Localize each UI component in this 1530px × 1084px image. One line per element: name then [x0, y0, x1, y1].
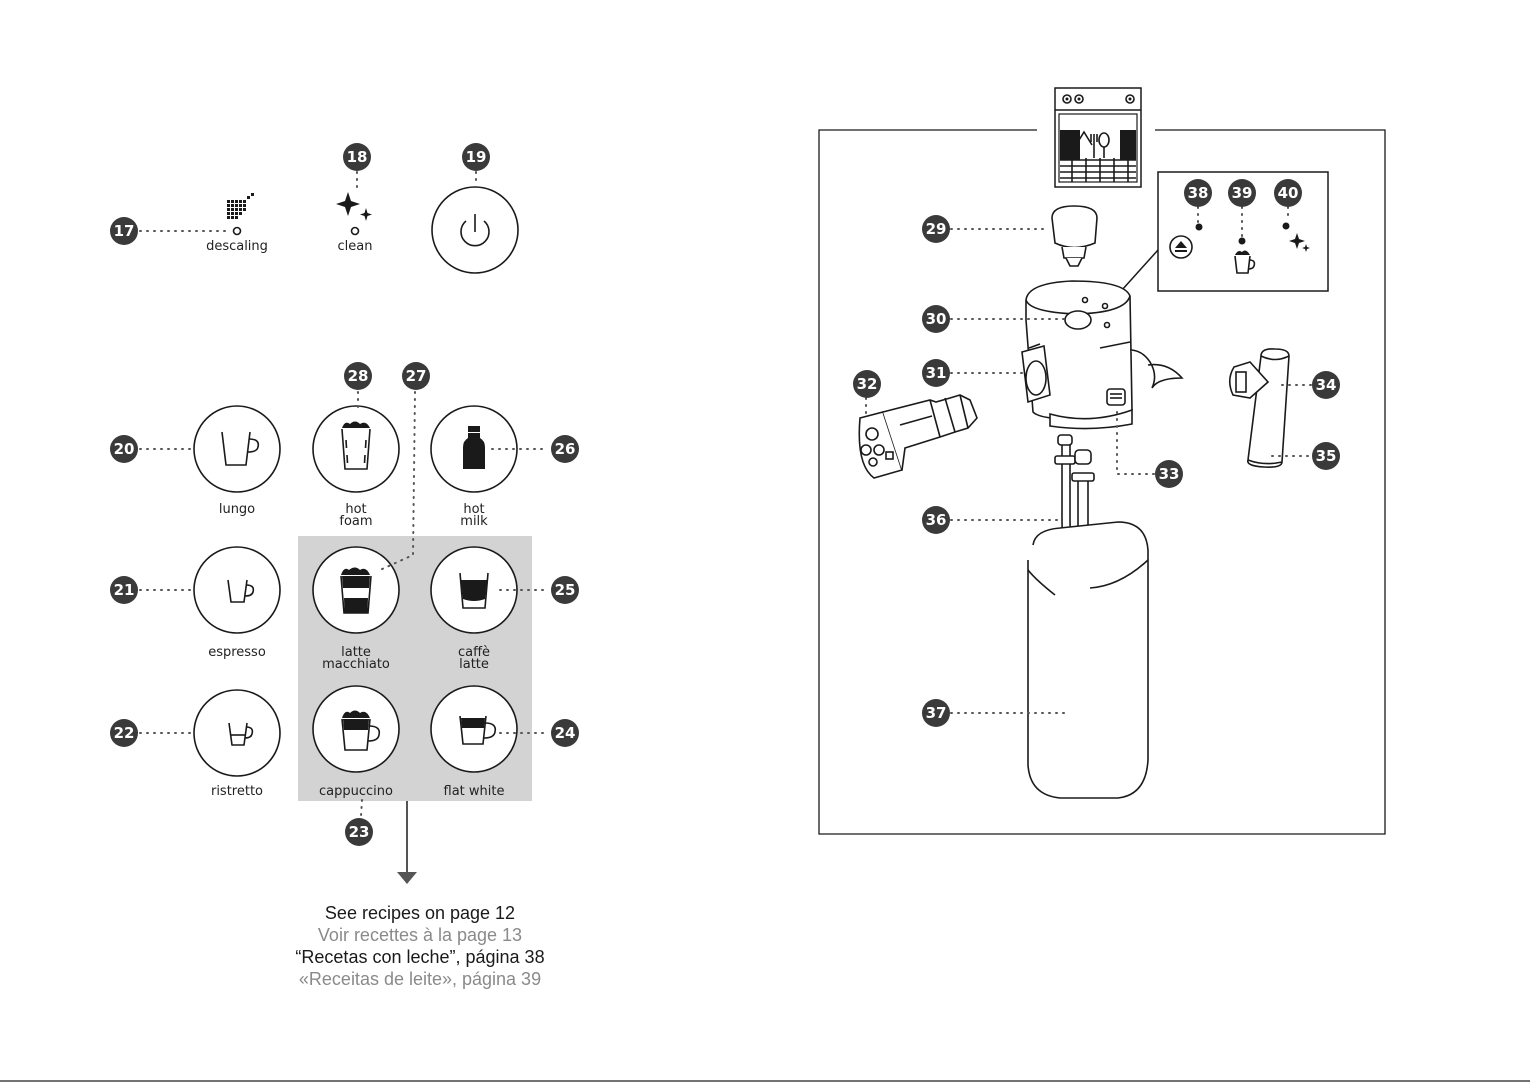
sparkle-icon	[336, 192, 360, 216]
callout-21: 21	[110, 576, 138, 604]
svg-text:29: 29	[926, 220, 947, 238]
clean-label: clean	[338, 239, 373, 254]
caffe-latte-label-line2: latte	[459, 657, 489, 672]
svg-text:22: 22	[114, 724, 135, 742]
ristretto-label: ristretto	[211, 784, 263, 799]
recipe-ref-es: “Recetas con leche”, página 38	[295, 947, 544, 967]
callout-38: 38	[1184, 179, 1212, 207]
callout-20: 20	[110, 435, 138, 463]
svg-text:27: 27	[406, 367, 427, 385]
ristretto-button[interactable]: ristretto	[194, 690, 280, 799]
callout-17: 17	[110, 217, 138, 245]
recipe-ref-pt: «Receitas de leite», página 39	[299, 969, 541, 989]
svg-text:19: 19	[466, 148, 487, 166]
descaling-label: descaling	[206, 239, 268, 254]
descaling-led	[234, 228, 241, 235]
svg-text:18: 18	[347, 148, 368, 166]
callout-37: 37	[922, 699, 950, 727]
callout-34: 34	[1312, 371, 1340, 399]
lungo-button[interactable]: lungo	[194, 406, 280, 517]
callout-40: 40	[1274, 179, 1302, 207]
svg-text:20: 20	[114, 440, 135, 458]
descaling-button[interactable]: descaling	[206, 193, 268, 254]
svg-text:26: 26	[555, 440, 576, 458]
sparkle-small-icon	[360, 208, 372, 221]
lungo-label: lungo	[219, 502, 255, 517]
svg-text:34: 34	[1316, 376, 1337, 394]
svg-text:37: 37	[926, 704, 947, 722]
svg-text:24: 24	[555, 724, 576, 742]
leader-23	[361, 800, 362, 816]
callout-26: 26	[551, 435, 579, 463]
espresso-button[interactable]: espresso	[194, 547, 280, 660]
hot-foam-button[interactable]: hot foam	[313, 406, 399, 529]
hot-milk-label-line2: milk	[460, 514, 488, 529]
callout-30: 30	[922, 305, 950, 333]
latte-macchiato-label-line2: macchiato	[322, 657, 390, 672]
milk-module-body	[1022, 281, 1182, 429]
hot-foam-label-line2: foam	[339, 514, 372, 529]
clean-led	[352, 228, 359, 235]
svg-text:30: 30	[926, 310, 947, 328]
svg-text:21: 21	[114, 581, 135, 599]
callout-39: 39	[1228, 179, 1256, 207]
dishwasher-icon	[1055, 88, 1141, 187]
callout-23: 23	[345, 818, 373, 846]
svg-text:28: 28	[348, 367, 369, 385]
recipe-ref-fr: Voir recettes à la page 13	[318, 925, 522, 945]
callout-29: 29	[922, 215, 950, 243]
milk-container-part	[1028, 522, 1148, 798]
svg-text:17: 17	[114, 222, 135, 240]
flat-white-label: flat white	[444, 784, 505, 799]
callout-27: 27	[402, 362, 430, 390]
callout-36: 36	[922, 506, 950, 534]
callout-19: 19	[462, 143, 490, 171]
svg-text:36: 36	[926, 511, 947, 529]
callout-28: 28	[344, 362, 372, 390]
milk-cap-part	[1052, 206, 1097, 266]
callout-18: 18	[343, 143, 371, 171]
callout-31: 31	[922, 359, 950, 387]
callout-35: 35	[1312, 442, 1340, 470]
callout-24: 24	[551, 719, 579, 747]
svg-text:39: 39	[1232, 184, 1253, 202]
svg-text:40: 40	[1278, 184, 1299, 202]
svg-text:38: 38	[1188, 184, 1209, 202]
descaling-icon	[227, 193, 254, 219]
steam-wand-part	[1230, 349, 1289, 467]
power-button[interactable]	[432, 187, 518, 273]
hot-milk-button[interactable]: hot milk	[431, 406, 517, 529]
espresso-label: espresso	[208, 645, 266, 660]
recipe-ref-en: See recipes on page 12	[325, 903, 515, 923]
valve-cartridge-part	[859, 395, 977, 478]
callout-25: 25	[551, 576, 579, 604]
callout-33: 33	[1155, 460, 1183, 488]
callout-22: 22	[110, 719, 138, 747]
svg-text:31: 31	[926, 364, 947, 382]
clean-button[interactable]: clean	[336, 192, 372, 254]
callout-32: 32	[853, 370, 881, 398]
svg-text:23: 23	[349, 823, 370, 841]
svg-text:33: 33	[1159, 465, 1180, 483]
recipes-arrow	[397, 801, 417, 884]
svg-text:35: 35	[1316, 447, 1337, 465]
svg-text:32: 32	[857, 375, 878, 393]
cappuccino-label: cappuccino	[319, 784, 393, 799]
svg-text:25: 25	[555, 581, 576, 599]
